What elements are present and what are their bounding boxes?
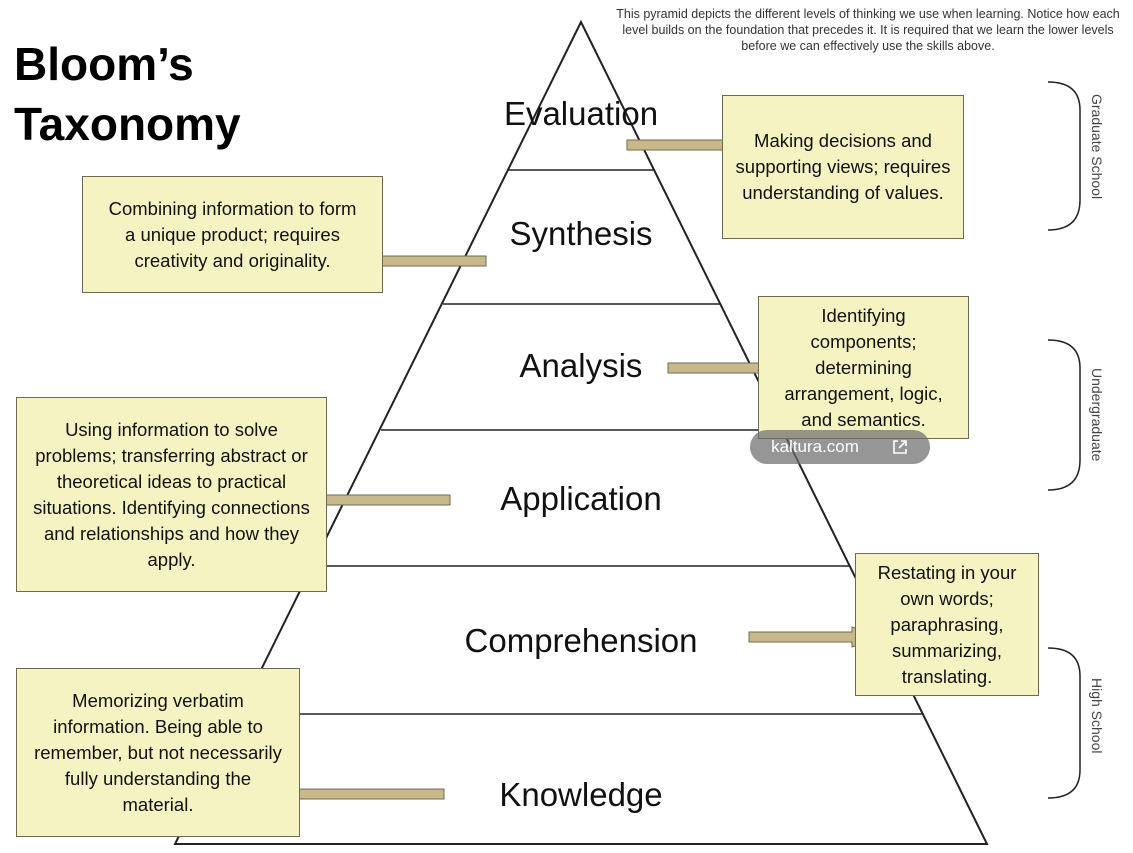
desc-box-evaluation: Making decisions and supporting views; r… [722, 95, 964, 239]
title-line-1: Bloom’s [14, 38, 194, 90]
desc-box-analysis: Identifying components; determining arra… [758, 296, 969, 439]
bracket-high-school [1047, 647, 1081, 799]
kaltura-watermark[interactable]: kaltura.com [750, 430, 930, 464]
level-comprehension: Comprehension [464, 622, 698, 659]
desc-knowledge: Memorizing verbatim information. Being a… [34, 689, 282, 815]
desc-box-knowledge: Memorizing verbatim information. Being a… [16, 668, 300, 837]
bracket-undergraduate [1047, 339, 1081, 491]
watermark-text: kaltura.com [771, 437, 859, 456]
desc-box-synthesis: Combining information to form a unique p… [82, 176, 383, 293]
level-evaluation: Evaluation [503, 95, 659, 132]
bracket-label-high-school: High School [1089, 678, 1105, 754]
desc-analysis: Identifying components; determining arra… [784, 304, 943, 430]
level-synthesis: Synthesis [509, 215, 653, 252]
diagram-title: Bloom’s Taxonomy [14, 34, 241, 154]
desc-comprehension: Restating in your own words; paraphrasin… [877, 561, 1017, 687]
external-link-icon[interactable] [891, 438, 909, 456]
bracket-label-undergraduate: Undergraduate [1089, 368, 1105, 462]
bracket-label-graduate: Graduate School [1089, 94, 1105, 200]
desc-synthesis: Combining information to form a unique p… [108, 197, 357, 271]
intro-text: This pyramid depicts the different level… [616, 7, 1120, 53]
level-analysis: Analysis [519, 347, 643, 384]
bracket-graduate [1047, 81, 1081, 231]
desc-evaluation: Making decisions and supporting views; r… [735, 130, 951, 203]
desc-application: Using information to solve problems; tra… [33, 418, 310, 570]
level-knowledge: Knowledge [499, 776, 663, 813]
title-line-2: Taxonomy [14, 98, 241, 150]
desc-box-comprehension: Restating in your own words; paraphrasin… [855, 553, 1039, 696]
desc-box-application: Using information to solve problems; tra… [16, 397, 327, 592]
level-application: Application [500, 480, 662, 517]
